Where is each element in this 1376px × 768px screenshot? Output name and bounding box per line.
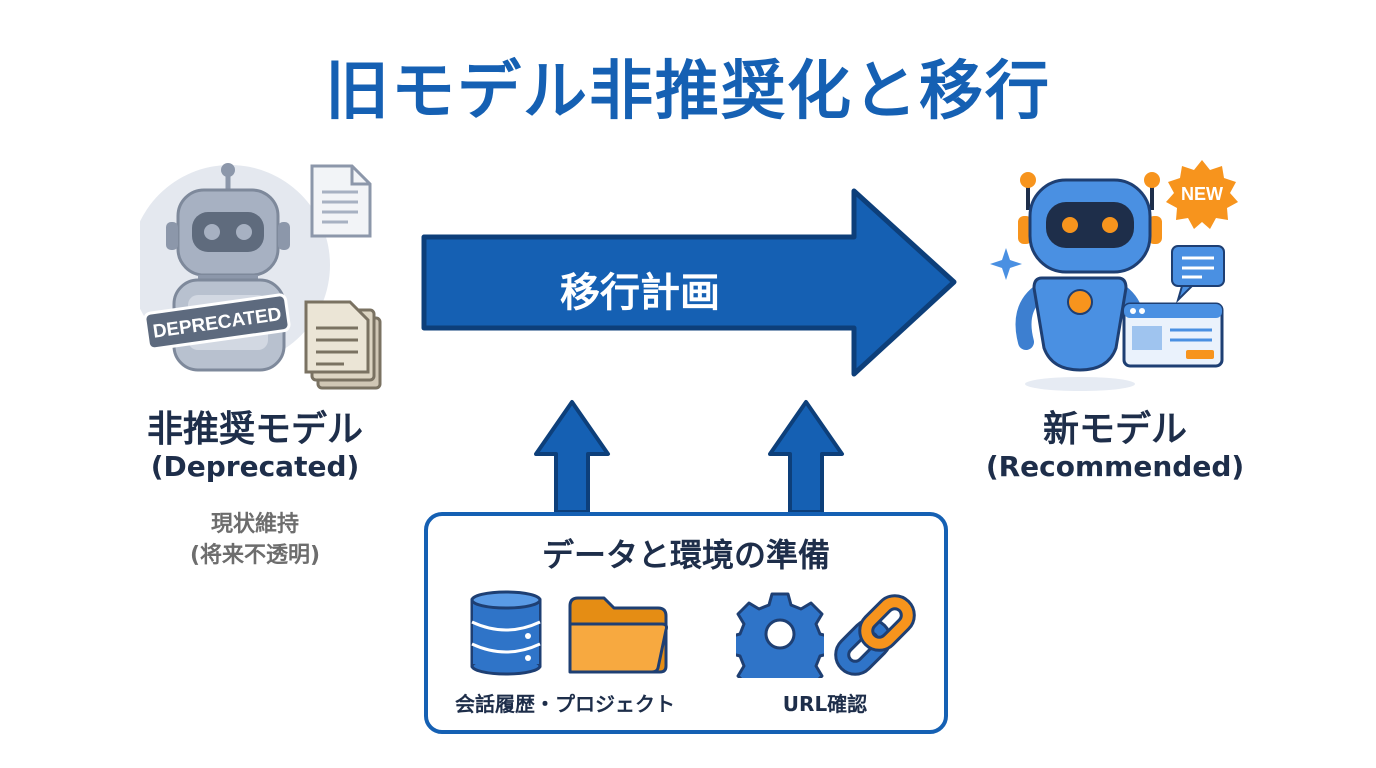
chat-bubble-icon	[1171, 245, 1225, 304]
new-badge-text: NEW	[1181, 184, 1223, 204]
browser-window-icon	[1122, 302, 1224, 368]
up-arrow-right	[768, 400, 844, 514]
database-icon	[470, 590, 542, 676]
new-badge: NEW	[1166, 160, 1238, 229]
history-projects-caption: 会話履歴・プロジェクト	[455, 692, 675, 716]
deprecated-model-subtitle: (Deprecated)	[150, 450, 360, 483]
sparkle-icon	[990, 248, 1022, 280]
page-title: 旧モデル非推奨化と移行	[325, 55, 1051, 129]
robot-shadow	[1025, 377, 1135, 391]
deprecated-model-title: 非推奨モデル	[146, 409, 363, 450]
document-stack-icon	[304, 300, 382, 390]
data-preparation-title: データと環境の準備	[541, 536, 830, 574]
new-model-subtitle: (Recommended)	[985, 450, 1245, 483]
deprecated-badge: DEPRECATED	[143, 293, 291, 351]
deprecated-robot-illustration: DEPRECATED	[140, 163, 382, 390]
deprecated-note-line2: (将来不透明)	[189, 543, 321, 568]
url-check-caption: URL確認	[782, 692, 868, 716]
up-arrow-left	[534, 400, 610, 514]
migration-plan-label: 移行計画	[560, 270, 720, 316]
chain-link-icon	[834, 594, 916, 676]
document-icon	[310, 164, 372, 238]
migration-arrow	[421, 188, 957, 377]
folder-icon	[568, 596, 668, 674]
gear-icon	[736, 592, 824, 678]
new-model-title: 新モデル	[1042, 409, 1187, 450]
new-robot-illustration: NEW	[990, 160, 1238, 391]
deprecated-note-line1: 現状維持	[210, 512, 299, 537]
